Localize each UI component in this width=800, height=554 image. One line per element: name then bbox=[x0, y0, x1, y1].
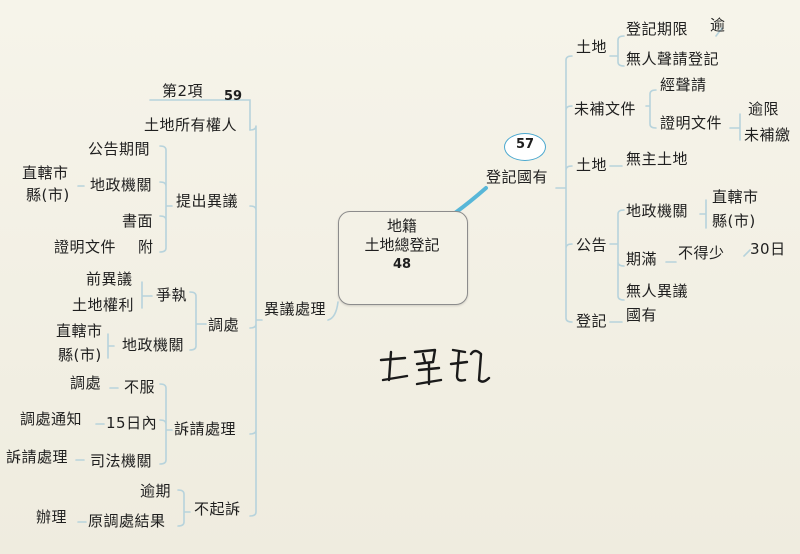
node-municipality-mediation[interactable]: 直轄市 bbox=[56, 322, 103, 340]
node-within-15-days[interactable]: 15日內 bbox=[106, 414, 158, 432]
node-registration-deadline[interactable]: 登記期限 bbox=[626, 20, 689, 38]
node-public-notice[interactable]: 公告 bbox=[576, 236, 608, 254]
node-mediation-small[interactable]: 調處 bbox=[70, 374, 102, 392]
node-no-objection[interactable]: 無人異議 bbox=[626, 282, 689, 300]
link-land1-children bbox=[609, 27, 723, 67]
node-mediation-notice[interactable]: 調處通知 bbox=[20, 410, 83, 428]
node-30-days[interactable]: 30日 bbox=[750, 240, 786, 258]
count-badge-number: 57 bbox=[515, 137, 535, 152]
link-mediation-children bbox=[107, 281, 207, 359]
node-lawsuit[interactable]: 訴請處理 bbox=[174, 420, 237, 438]
center-node[interactable]: 地籍 土地總登記 48 bbox=[338, 217, 466, 274]
node-paragraph-2[interactable]: 第2項 bbox=[162, 82, 204, 100]
node-overdue-limit[interactable]: 逾限 bbox=[748, 100, 780, 118]
node-no-applicant[interactable]: 無人聲請登記 bbox=[626, 50, 720, 68]
node-attach[interactable]: 附 bbox=[138, 238, 154, 256]
node-county-city-mediation[interactable]: 縣(市) bbox=[58, 346, 102, 364]
link-center-to-objection-handling bbox=[327, 301, 339, 321]
count-badge bbox=[504, 133, 546, 161]
link-objection-children bbox=[77, 145, 173, 253]
node-registration[interactable]: 登記 bbox=[576, 312, 608, 330]
node-original-result[interactable]: 原調處結果 bbox=[88, 512, 166, 530]
node-proof-docs-left[interactable]: 證明文件 bbox=[54, 238, 117, 256]
node-land-rights[interactable]: 土地權利 bbox=[72, 296, 135, 314]
node-county-city-right[interactable]: 縣(市) bbox=[712, 212, 756, 230]
node-mediation[interactable]: 調處 bbox=[208, 316, 240, 334]
center-node-line1: 地籍 bbox=[386, 217, 417, 235]
node-dispute[interactable]: 爭執 bbox=[156, 286, 188, 304]
node-overdue-left[interactable]: 逾期 bbox=[140, 482, 172, 500]
node-paragraph-2-count: 59 bbox=[224, 89, 243, 104]
node-land-authority-mediation[interactable]: 地政機關 bbox=[122, 336, 185, 354]
node-county-city-left[interactable]: 縣(市) bbox=[26, 186, 70, 204]
handwritten-signature bbox=[379, 348, 491, 386]
node-unfinished-docs[interactable]: 未補文件 bbox=[574, 100, 637, 118]
node-objection-handling[interactable]: 異議處理 bbox=[264, 300, 327, 318]
link-center-to-register-national bbox=[453, 186, 488, 215]
node-register-national[interactable]: 登記國有 bbox=[486, 168, 549, 186]
node-not-less-than[interactable]: 不得少 bbox=[678, 244, 725, 262]
node-land-authority-right[interactable]: 地政機關 bbox=[626, 202, 689, 220]
link-noappeal-children bbox=[77, 489, 191, 527]
node-municipality-left[interactable]: 直轄市 bbox=[22, 164, 69, 182]
node-applied[interactable]: 經聲請 bbox=[660, 76, 707, 94]
node-land-authority-left[interactable]: 地政機關 bbox=[90, 176, 153, 194]
link-right-spine bbox=[555, 55, 573, 323]
link-appeal-children bbox=[75, 383, 173, 465]
node-not-submitted[interactable]: 未補繳 bbox=[744, 126, 791, 144]
link-left-spine bbox=[249, 125, 263, 517]
node-land-2[interactable]: 土地 bbox=[576, 156, 608, 174]
node-overdue[interactable]: 逾 bbox=[710, 16, 726, 34]
center-node-count: 48 bbox=[392, 257, 412, 272]
node-prior-objection[interactable]: 前異議 bbox=[86, 270, 133, 288]
node-handle[interactable]: 辦理 bbox=[36, 508, 68, 526]
node-land-1[interactable]: 土地 bbox=[576, 38, 608, 56]
link-notice-children bbox=[609, 199, 751, 301]
node-expiry[interactable]: 期滿 bbox=[626, 250, 658, 268]
link-unfinished-children bbox=[645, 89, 741, 141]
center-node-box[interactable] bbox=[338, 211, 468, 305]
node-no-lawsuit[interactable]: 不起訴 bbox=[194, 500, 241, 518]
node-proof-docs-right[interactable]: 證明文件 bbox=[660, 114, 723, 132]
center-node-line2: 土地總登記 bbox=[364, 236, 440, 254]
node-lawsuit-small[interactable]: 訴請處理 bbox=[6, 448, 69, 466]
node-national[interactable]: 國有 bbox=[626, 306, 658, 324]
node-ownerless-land[interactable]: 無主土地 bbox=[626, 150, 689, 168]
node-notice-period[interactable]: 公告期間 bbox=[88, 140, 151, 158]
node-in-writing[interactable]: 書面 bbox=[122, 212, 154, 230]
node-disagree[interactable]: 不服 bbox=[124, 378, 156, 396]
node-municipality-right[interactable]: 直轄市 bbox=[712, 188, 759, 206]
node-judicial-authority[interactable]: 司法機關 bbox=[90, 452, 153, 470]
node-file-objection[interactable]: 提出異議 bbox=[176, 192, 239, 210]
node-land-owner[interactable]: 土地所有權人 bbox=[144, 116, 238, 134]
link-item2-to-owner bbox=[149, 99, 251, 131]
